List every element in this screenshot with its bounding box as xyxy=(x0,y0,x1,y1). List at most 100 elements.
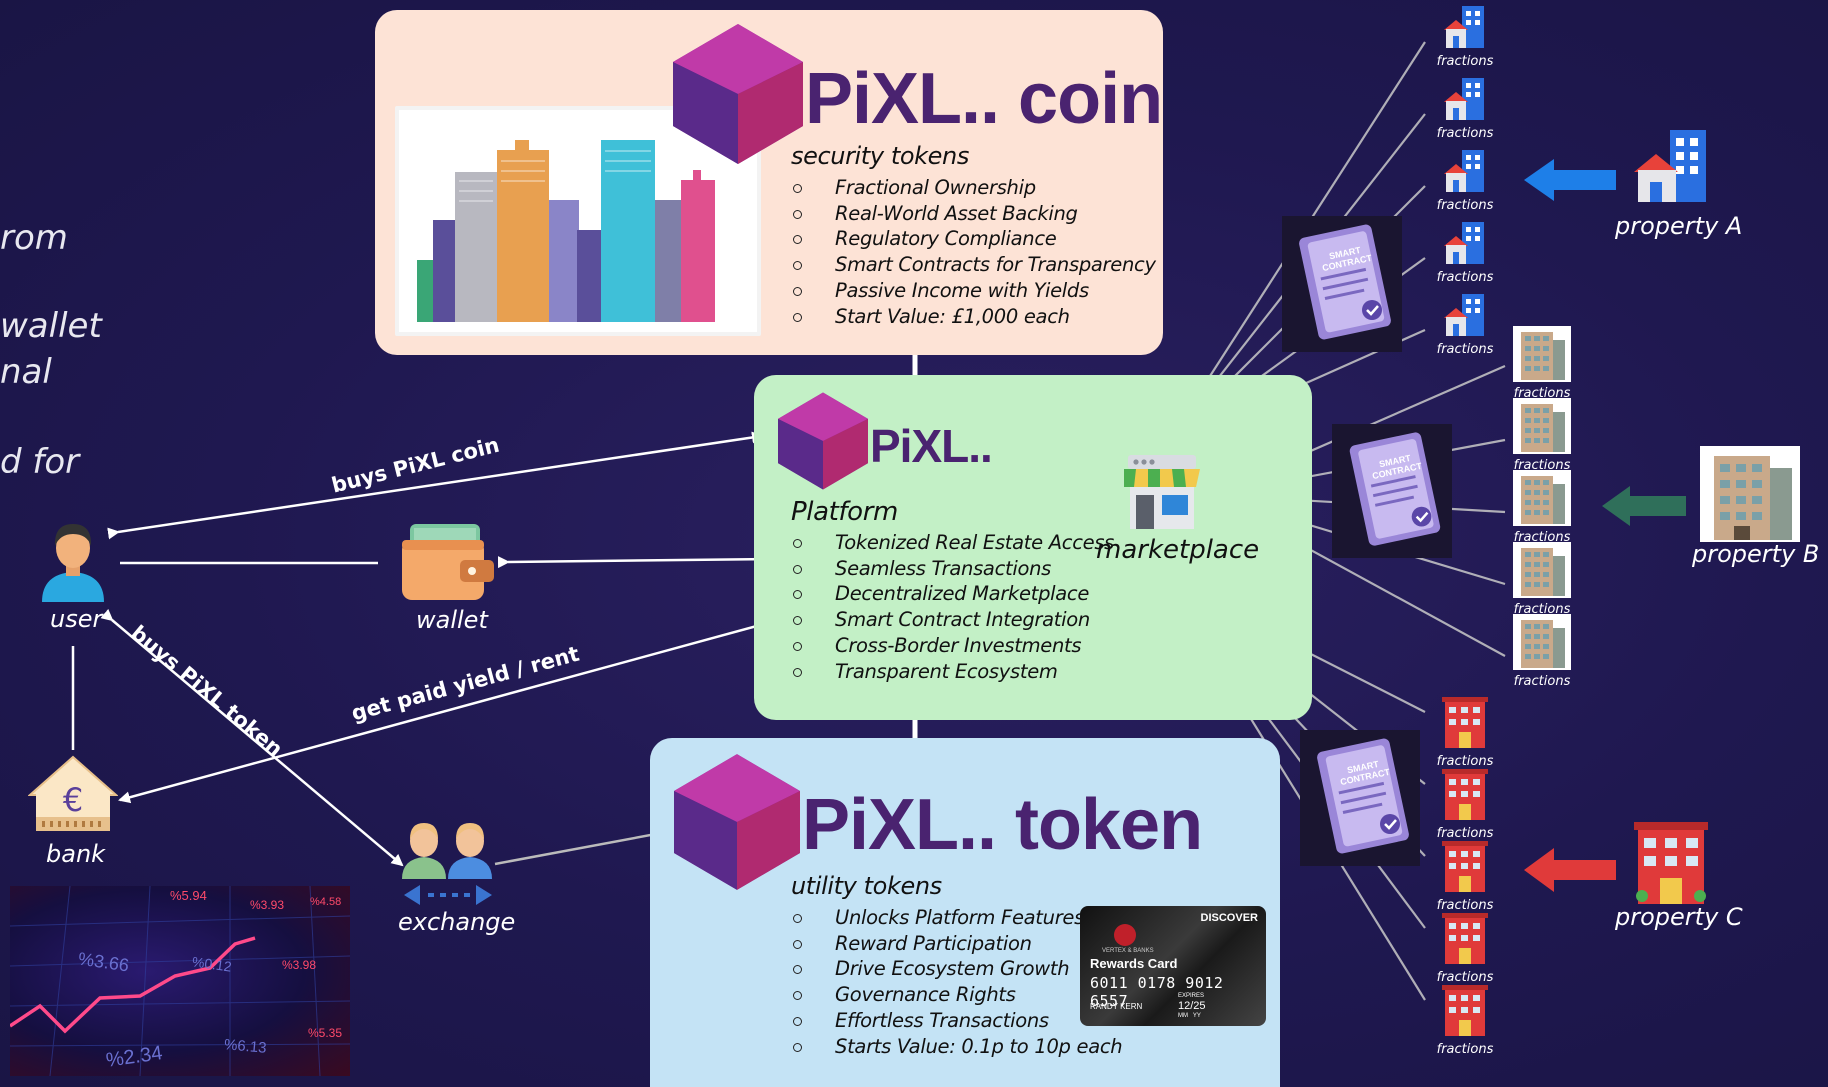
house-fraction-icon xyxy=(1435,220,1495,271)
fraction-item[interactable]: fractions xyxy=(1435,768,1495,841)
fraction-item[interactable]: fractions xyxy=(1512,326,1572,401)
exchange-people-icon[interactable] xyxy=(400,815,496,911)
fraction-item[interactable]: fractions xyxy=(1435,4,1495,69)
fraction-label: fractions xyxy=(1513,674,1571,689)
stock-number: %3.98 xyxy=(282,958,317,972)
stock-number: %6.13 xyxy=(223,1036,268,1057)
rewards-card-image: DISCOVER VERTEX & BANKS Rewards Card 601… xyxy=(1080,906,1266,1026)
pixl-cube-logo xyxy=(778,391,868,491)
coin-subtitle: security tokens xyxy=(791,142,969,170)
property-b-building-icon[interactable] xyxy=(1700,446,1800,542)
tower-fraction-icon xyxy=(1512,398,1572,459)
marketplace-label: marketplace xyxy=(1096,535,1260,565)
pixl-coin-brand: PiXL.. coin xyxy=(805,59,1163,139)
fraction-label: fractions xyxy=(1436,754,1494,769)
fraction-item[interactable]: fractions xyxy=(1512,542,1572,617)
red-arrow-icon xyxy=(1524,848,1616,892)
coin-bullet: Smart Contracts for Transparency xyxy=(791,252,1156,278)
platform-bullet: Smart Contract Integration xyxy=(791,607,1114,633)
edge-text-2: wallet xyxy=(0,306,102,346)
fraction-item[interactable]: fractions xyxy=(1435,148,1495,213)
wallet-icon[interactable] xyxy=(400,522,496,602)
token-bullet: Effortless Transactions xyxy=(791,1008,1122,1034)
edge-text-1: rom xyxy=(0,218,68,258)
fraction-label: fractions xyxy=(1513,458,1571,473)
stock-number: %4.58 xyxy=(310,896,342,908)
coin-bullet: Fractional Ownership xyxy=(791,175,1156,201)
fraction-item[interactable]: fractions xyxy=(1435,840,1495,913)
fraction-label: fractions xyxy=(1436,1042,1494,1057)
card-number: 6011 0178 9012 6557 xyxy=(1090,974,1224,1010)
tower-fraction-icon xyxy=(1512,542,1572,603)
fraction-label: fractions xyxy=(1436,270,1494,285)
house-fraction-icon xyxy=(1435,148,1495,199)
property-c-building-icon[interactable] xyxy=(1632,820,1710,906)
city-skyline-image xyxy=(395,106,761,336)
fraction-item[interactable]: fractions xyxy=(1435,220,1495,285)
coin-bullet: Passive Income with Yields xyxy=(791,278,1156,304)
fraction-label: fractions xyxy=(1513,530,1571,545)
fraction-label: fractions xyxy=(1436,54,1494,69)
card-issuer: DISCOVER xyxy=(1200,912,1258,924)
pixl-token-brand: PiXL.. token xyxy=(802,785,1203,865)
fraction-item[interactable]: fractions xyxy=(1512,470,1572,545)
fraction-label: fractions xyxy=(1436,126,1494,141)
coin-bullet: Real-World Asset Backing xyxy=(791,201,1156,227)
fraction-label: fractions xyxy=(1436,898,1494,913)
platform-brand: PiXL.. xyxy=(870,420,993,472)
card-logo-icon xyxy=(1114,924,1136,946)
user-avatar-icon[interactable] xyxy=(40,518,106,602)
token-bullet: Drive Ecosystem Growth xyxy=(791,956,1122,982)
svg-text:€: € xyxy=(63,781,83,819)
smart-contract-image: SMART CONTRACT xyxy=(1282,216,1402,352)
edge-text-3: nal xyxy=(0,352,52,392)
pixl-token-panel: PiXL.. token utility tokens Unlocks Plat… xyxy=(650,738,1280,1087)
card-expiry: 12/25 xyxy=(1178,1000,1206,1012)
fraction-label: fractions xyxy=(1436,342,1494,357)
tower-fraction-icon xyxy=(1512,614,1572,675)
stock-number: %5.35 xyxy=(308,1026,343,1040)
card-mm-yy: MM YY xyxy=(1178,1013,1201,1019)
red-building-fraction-icon xyxy=(1435,768,1495,827)
fraction-item[interactable]: fractions xyxy=(1435,984,1495,1057)
stock-number: %3.93 xyxy=(250,898,285,912)
platform-bullet: Decentralized Marketplace xyxy=(791,581,1114,607)
user-label: user xyxy=(50,605,103,633)
platform-subtitle: Platform xyxy=(791,497,898,527)
fraction-item[interactable]: fractions xyxy=(1435,292,1495,357)
bank-euro-icon[interactable]: € xyxy=(27,755,119,833)
platform-panel: PiXL.. Platform Tokenized Real Estate Ac… xyxy=(754,375,1312,720)
fraction-item[interactable]: fractions xyxy=(1512,398,1572,473)
marketplace-store-icon[interactable] xyxy=(1120,453,1204,531)
fraction-label: fractions xyxy=(1436,970,1494,985)
red-building-fraction-icon xyxy=(1435,840,1495,899)
wallet-label: wallet xyxy=(416,606,488,634)
red-building-fraction-icon xyxy=(1435,912,1495,971)
edge-text-4: d for xyxy=(0,442,80,482)
property-a-house-icon[interactable] xyxy=(1632,128,1712,204)
smart-contract-image: SMART CONTRACT xyxy=(1332,424,1452,558)
house-fraction-icon xyxy=(1435,292,1495,343)
fraction-label: fractions xyxy=(1513,386,1571,401)
fraction-item[interactable]: fractions xyxy=(1435,76,1495,141)
tower-fraction-icon xyxy=(1512,470,1572,531)
pixl-cube-logo xyxy=(674,752,800,892)
fraction-label: fractions xyxy=(1436,826,1494,841)
token-subtitle: utility tokens xyxy=(791,872,942,900)
house-fraction-icon xyxy=(1435,4,1495,55)
red-building-fraction-icon xyxy=(1435,696,1495,755)
token-bullet: Starts Value: 0.1p to 10p each xyxy=(791,1034,1123,1060)
platform-bullet: Transparent Ecosystem xyxy=(791,659,1114,685)
platform-bullet: Seamless Transactions xyxy=(791,556,1114,582)
bank-label: bank xyxy=(46,840,106,868)
coin-bullet: Regulatory Compliance xyxy=(791,226,1156,252)
fraction-item[interactable]: fractions xyxy=(1435,912,1495,985)
smart-contract-image: SMART CONTRACT xyxy=(1300,730,1420,866)
fraction-item[interactable]: fractions xyxy=(1435,696,1495,769)
fraction-item[interactable]: fractions xyxy=(1512,614,1572,689)
property-a-label: property A xyxy=(1615,212,1743,240)
card-title: Rewards Card xyxy=(1090,956,1178,971)
card-bank: VERTEX & BANKS xyxy=(1102,948,1154,954)
fraction-label: fractions xyxy=(1513,602,1571,617)
token-bullet: Reward Participation xyxy=(791,931,1122,957)
